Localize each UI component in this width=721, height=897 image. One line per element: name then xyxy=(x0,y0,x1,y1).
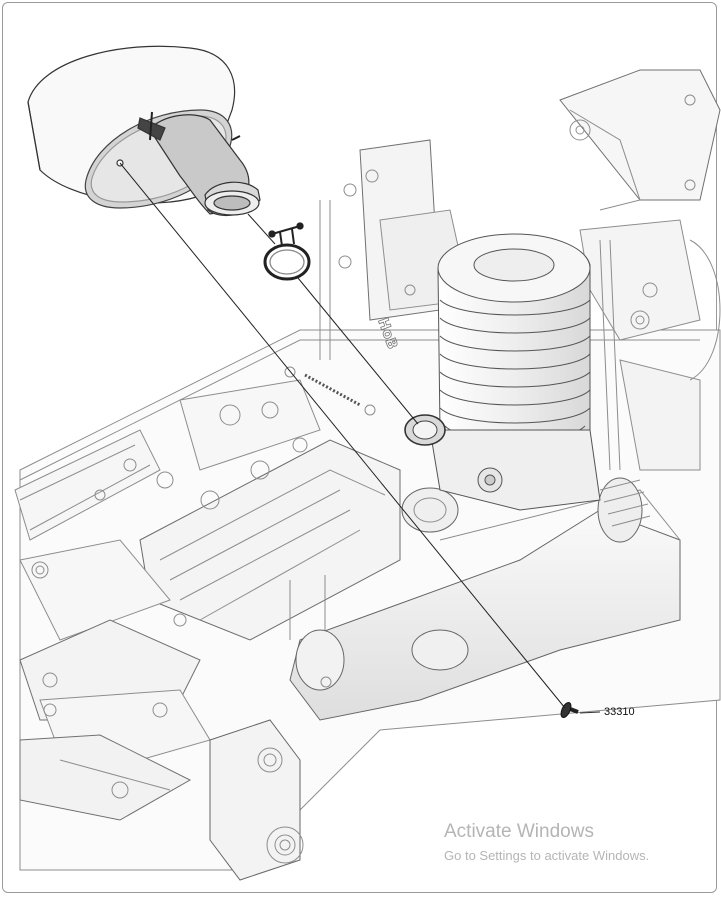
watermark-subtitle: Go to Settings to activate Windows. xyxy=(444,848,650,863)
screw-33310 xyxy=(560,702,601,718)
air-filter xyxy=(27,45,261,217)
engine xyxy=(404,233,601,511)
assembly-lines xyxy=(119,162,566,709)
part-number-label: 33310 xyxy=(604,706,635,718)
hose-clamp xyxy=(263,222,311,281)
watermark-title: Activate Windows xyxy=(444,821,594,842)
